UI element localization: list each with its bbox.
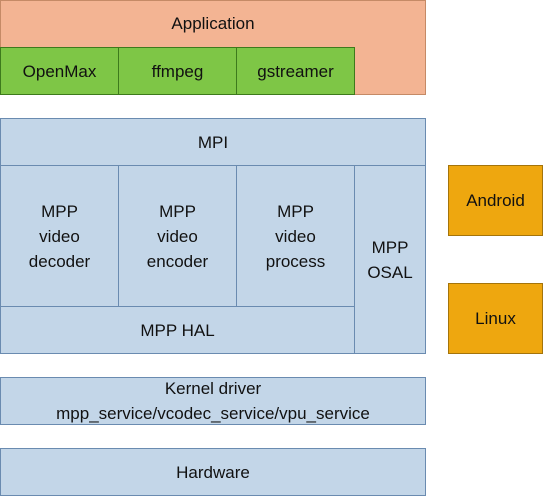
kernel-driver-block: Kernel driver mpp_service/vcodec_service…	[0, 377, 426, 425]
video-process-line-2: video	[275, 226, 316, 246]
ffmpeg-block: ffmpeg	[118, 47, 237, 95]
video-process-block: MPP video process	[236, 165, 355, 307]
gstreamer-block: gstreamer	[236, 47, 355, 95]
kernel-driver-title: Kernel driver	[164, 379, 262, 398]
video-process-line-1: MPP	[277, 201, 314, 221]
video-decoder-line-1: MPP	[41, 201, 78, 221]
hardware-label: Hardware	[176, 462, 250, 482]
osal-line-2: OSAL	[367, 262, 413, 282]
kernel-driver-services: mpp_service/vcodec_service/vpu_service	[56, 404, 370, 423]
hal-block: MPP HAL	[0, 306, 355, 354]
application-label: Application	[171, 14, 255, 33]
video-decoder-line-3: decoder	[28, 251, 91, 271]
mpi-label: MPI	[197, 132, 229, 152]
gstreamer-label: gstreamer	[257, 61, 334, 81]
video-encoder-line-1: MPP	[159, 201, 196, 221]
mpi-block: MPI	[0, 118, 426, 166]
osal-line-1: MPP	[371, 237, 409, 257]
osal-block: MPP OSAL	[354, 165, 426, 354]
video-process-line-3: process	[265, 251, 326, 271]
video-encoder-block: MPP video encoder	[118, 165, 237, 307]
linux-label: Linux	[475, 309, 516, 328]
openmax-label: OpenMax	[22, 61, 97, 81]
android-label: Android	[466, 191, 525, 210]
video-encoder-line-2: video	[157, 226, 198, 246]
linux-block: Linux	[448, 283, 543, 354]
hardware-block: Hardware	[0, 448, 426, 496]
android-block: Android	[448, 165, 543, 236]
openmax-block: OpenMax	[0, 47, 119, 95]
ffmpeg-label: ffmpeg	[151, 61, 204, 81]
hal-label: MPP HAL	[140, 320, 215, 340]
video-decoder-line-2: video	[39, 226, 80, 246]
video-encoder-line-3: encoder	[146, 251, 209, 271]
video-decoder-block: MPP video decoder	[0, 165, 119, 307]
